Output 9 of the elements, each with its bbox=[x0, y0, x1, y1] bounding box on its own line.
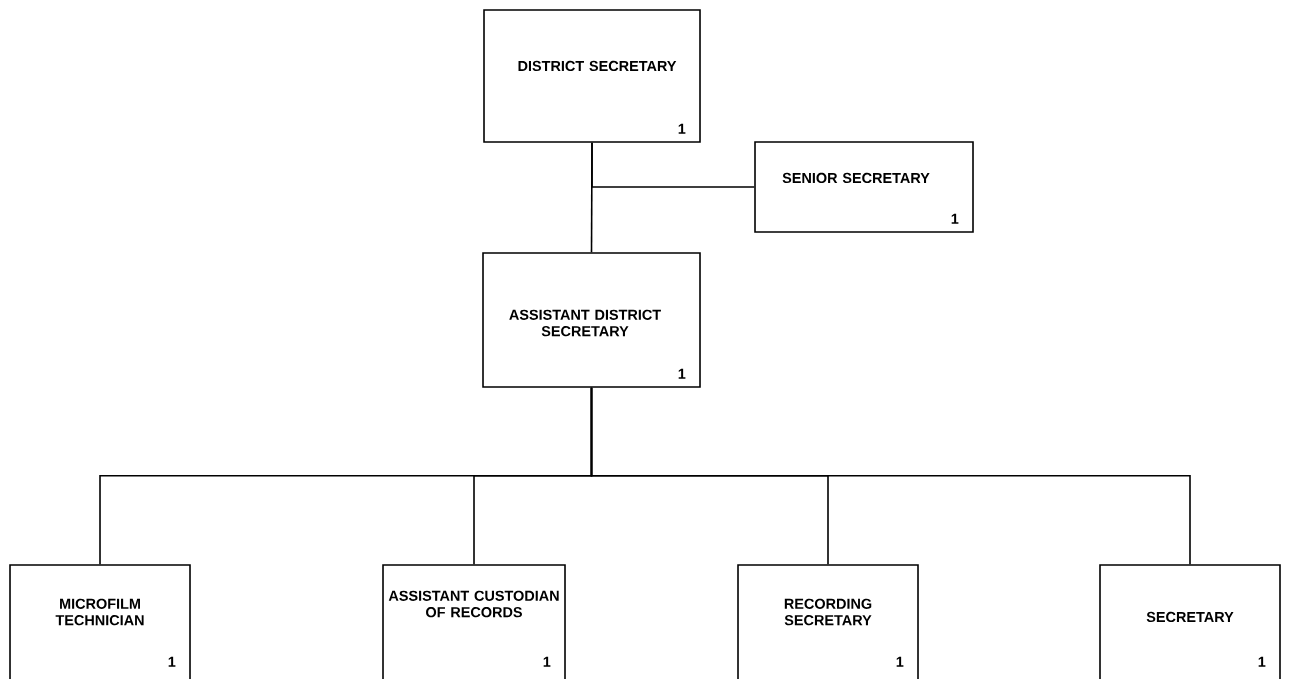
position-box: SECRETARY 1 bbox=[1099, 564, 1281, 679]
connector-line bbox=[590, 387, 1191, 565]
position-box: DISTRICT SECRETARY 1 bbox=[483, 9, 701, 143]
position-box: MICROFILM TECHNICIAN 1 bbox=[9, 564, 191, 679]
connector-line bbox=[591, 142, 755, 188]
position-box: ASSISTANT DISTRICT SECRETARY 1 bbox=[482, 252, 701, 388]
position-box: SENIOR SECRETARY 1 bbox=[754, 141, 974, 233]
position-box: RECORDING SECRETARY 1 bbox=[737, 564, 919, 679]
position-box: ASSISTANT CUSTODIAN OF RECORDS 1 bbox=[382, 564, 566, 679]
